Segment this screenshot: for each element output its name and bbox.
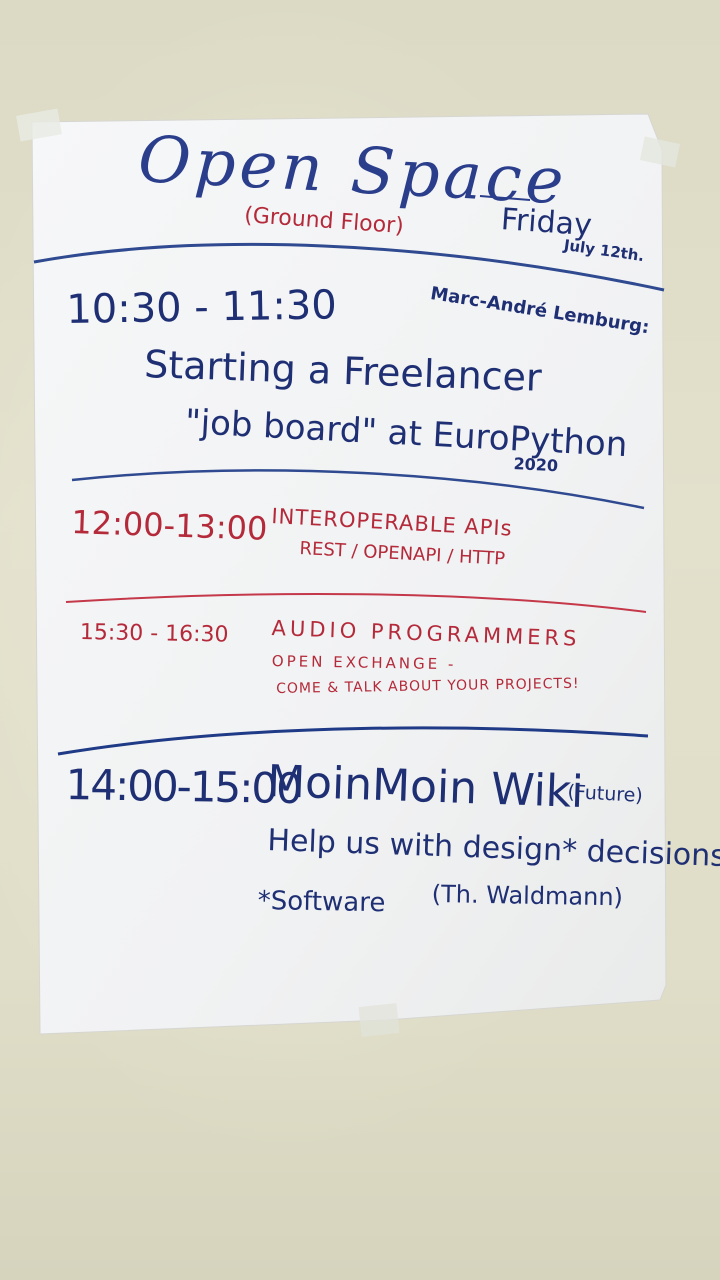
session-2-time: 12:00-13:00 [70, 503, 268, 548]
tape-top-left [16, 108, 62, 142]
title-flourish [479, 195, 531, 201]
tape-bottom [358, 1003, 400, 1037]
session-3-time: 15:30 - 16:30 [79, 620, 229, 648]
paper-body [31, 113, 667, 1035]
poster-day: Friday [499, 202, 593, 244]
session-1-title-line-3: 2020 [513, 454, 559, 476]
session-4-speaker: (Th. Waldmann) [431, 880, 624, 912]
divider-line-1 [33, 242, 665, 292]
divider-line-3 [65, 592, 647, 613]
session-4-title-line-1: MoinMoin Wiki [266, 756, 585, 819]
session-3-title-line-2: OPEN EXCHANGE - [271, 652, 457, 674]
session-4-note: (Future) [566, 781, 644, 807]
session-4-footnote: *Software [257, 886, 386, 919]
tape-top-right [639, 136, 681, 168]
session-1-time: 10:30 - 11:30 [65, 282, 338, 333]
divider-line-2 [71, 469, 645, 510]
divider-line-4 [57, 726, 649, 756]
